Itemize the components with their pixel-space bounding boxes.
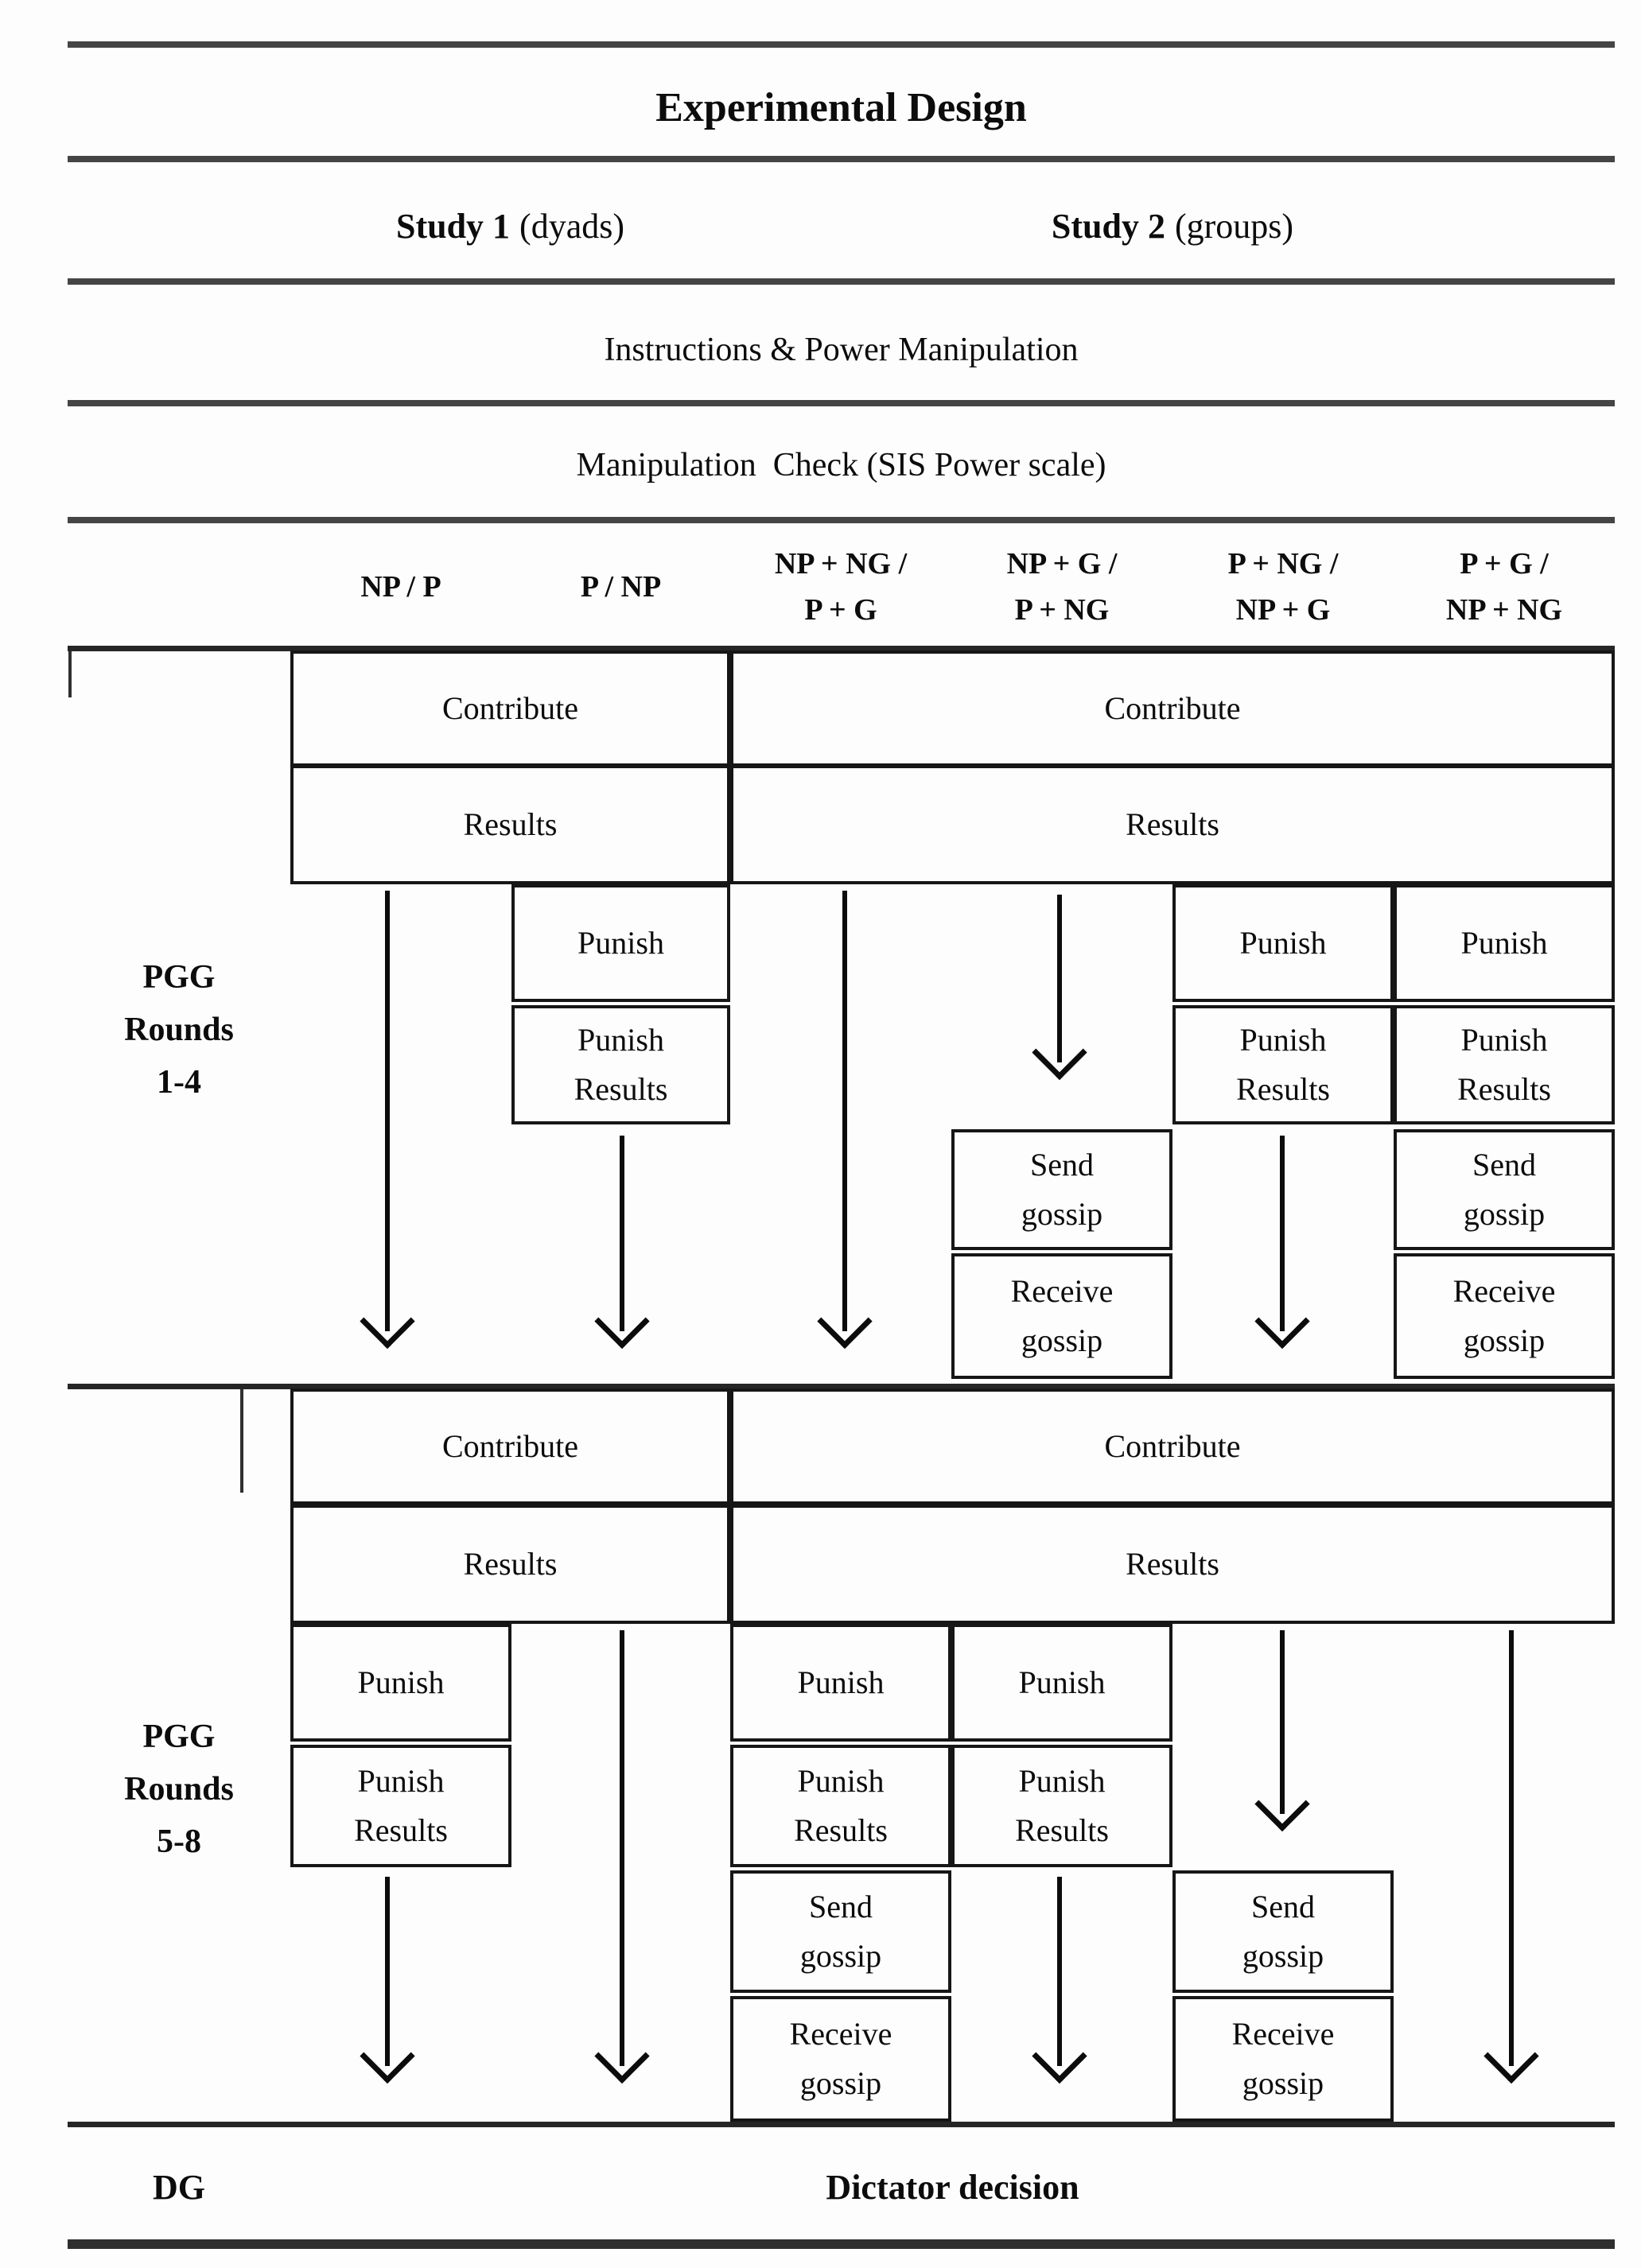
box-punish-c3-r58: Punish (730, 1624, 951, 1742)
box-punish-c1-r58: Punish (290, 1624, 511, 1742)
arrow-shaft (842, 891, 847, 1331)
arrow-shaft (620, 1136, 624, 1331)
study2-header: Study 2 (groups) (730, 200, 1615, 251)
box-contribute-study1-r58: Contribute (290, 1388, 730, 1505)
left-edge-tick-divider (240, 1389, 243, 1493)
rule-below-manipulation-check (68, 517, 1615, 523)
study2-type: (groups) (1174, 206, 1294, 246)
arrow-shaft (1057, 1877, 1062, 2066)
dictator-decision-label: Dictator decision (826, 2167, 1079, 2207)
condition-header-np-p: NP / P (360, 570, 441, 604)
box-punish-results-c3-r58: Punish Results (730, 1745, 951, 1867)
box-punish-c2-r14: Punish (511, 884, 730, 1002)
box-punish-results-c4-r58: Punish Results (951, 1745, 1172, 1867)
down-arrow-c1-r14 (360, 891, 415, 1350)
box-receive-gossip-c5-r58: Receive gossip (1172, 1996, 1394, 2122)
down-arrow-c5-r58 (1254, 1630, 1310, 1832)
arrow-shaft (1280, 1136, 1285, 1331)
figure-title: Experimental Design (655, 84, 1027, 130)
arrow-head-icon (360, 1293, 415, 1350)
condition-header-png-npg: P + NG / NP + G (1227, 547, 1339, 627)
arrow-shaft (1280, 1630, 1285, 1814)
arrow-shaft (385, 1877, 390, 2066)
instructions-phase-label: Instructions & Power Manipulation (604, 332, 1079, 368)
down-arrow-c2-r14 (594, 1136, 650, 1350)
left-edge-tick-top (68, 651, 72, 697)
arrow-head-icon (360, 2028, 415, 2084)
study1-header: Study 1 (dyads) (290, 200, 730, 251)
table-bottom-rule (68, 2122, 1615, 2127)
table-top-rule (68, 646, 1615, 651)
arrow-shaft (1057, 895, 1062, 1062)
section-label-dg: DG (153, 2167, 205, 2207)
box-send-gossip-c5-r58: Send gossip (1172, 1870, 1394, 1993)
section-label-rounds-5-8: PGG Rounds 5-8 (124, 1718, 234, 1860)
condition-header-npng-pg: NP + NG / P + G (774, 547, 908, 627)
box-contribute-study2-r58: Contribute (730, 1388, 1615, 1505)
box-receive-gossip-c6-r14: Receive gossip (1394, 1253, 1615, 1379)
arrow-head-icon (1032, 1024, 1087, 1081)
box-punish-c6-r14: Punish (1394, 884, 1615, 1002)
arrow-head-icon (1032, 2028, 1087, 2084)
box-punish-c5-r14: Punish (1172, 884, 1394, 1002)
arrow-head-icon (594, 2028, 650, 2084)
down-arrow-c6-r58 (1484, 1630, 1539, 2084)
box-results-study2-r14: Results (730, 765, 1615, 884)
arrow-shaft (620, 1630, 624, 2066)
box-receive-gossip-c3-r58: Receive gossip (730, 1996, 951, 2122)
study2-name: Study 2 (1051, 206, 1165, 246)
box-send-gossip-c4-r14: Send gossip (951, 1129, 1172, 1250)
section-label-rounds-1-4: PGG Rounds 1-4 (124, 959, 234, 1101)
rule-below-title (68, 156, 1615, 162)
down-arrow-c1-r58 (360, 1877, 415, 2084)
box-send-gossip-c6-r14: Send gossip (1394, 1129, 1615, 1250)
box-results-study1-r58: Results (290, 1505, 730, 1624)
box-contribute-study2-r14: Contribute (730, 650, 1615, 767)
arrow-head-icon (594, 1293, 650, 1350)
condition-header-pg-npng: P + G / NP + NG (1445, 547, 1563, 627)
box-results-study2-r58: Results (730, 1505, 1615, 1624)
down-arrow-c5-r14 (1254, 1136, 1310, 1350)
section-divider-rule (68, 1384, 1615, 1389)
figure-bottom-rule (68, 2239, 1615, 2249)
study1-name: Study 1 (395, 206, 511, 246)
arrow-head-icon (1254, 1776, 1310, 1832)
rule-below-studies (68, 278, 1615, 285)
arrow-head-icon (1484, 2028, 1539, 2084)
top-rule (68, 41, 1615, 48)
down-arrow-c4-r14 (1032, 895, 1087, 1081)
arrow-head-icon (1254, 1293, 1310, 1350)
arrow-shaft (385, 891, 390, 1331)
box-punish-c4-r58: Punish (951, 1624, 1172, 1742)
box-punish-results-c2-r14: Punish Results (511, 1005, 730, 1124)
study1-type: (dyads) (519, 206, 625, 246)
down-arrow-c2-r58 (594, 1630, 650, 2084)
box-send-gossip-c3-r58: Send gossip (730, 1870, 951, 1993)
condition-header-npg-png: NP + G / P + NG (1006, 547, 1118, 627)
condition-header-p-np: P / NP (580, 570, 662, 604)
arrow-head-icon (817, 1293, 873, 1350)
box-contribute-study1-r14: Contribute (290, 650, 730, 767)
down-arrow-c3-r14 (817, 891, 873, 1350)
down-arrow-c4-r58 (1032, 1877, 1087, 2084)
box-punish-results-c6-r14: Punish Results (1394, 1005, 1615, 1124)
arrow-shaft (1509, 1630, 1514, 2066)
box-results-study1-r14: Results (290, 765, 730, 884)
box-punish-results-c1-r58: Punish Results (290, 1745, 511, 1867)
rule-below-instructions (68, 400, 1615, 406)
manipulation-check-label: Manipulation Check (SIS Power scale) (576, 447, 1106, 484)
box-punish-results-c5-r14: Punish Results (1172, 1005, 1394, 1124)
box-receive-gossip-c4-r14: Receive gossip (951, 1253, 1172, 1379)
